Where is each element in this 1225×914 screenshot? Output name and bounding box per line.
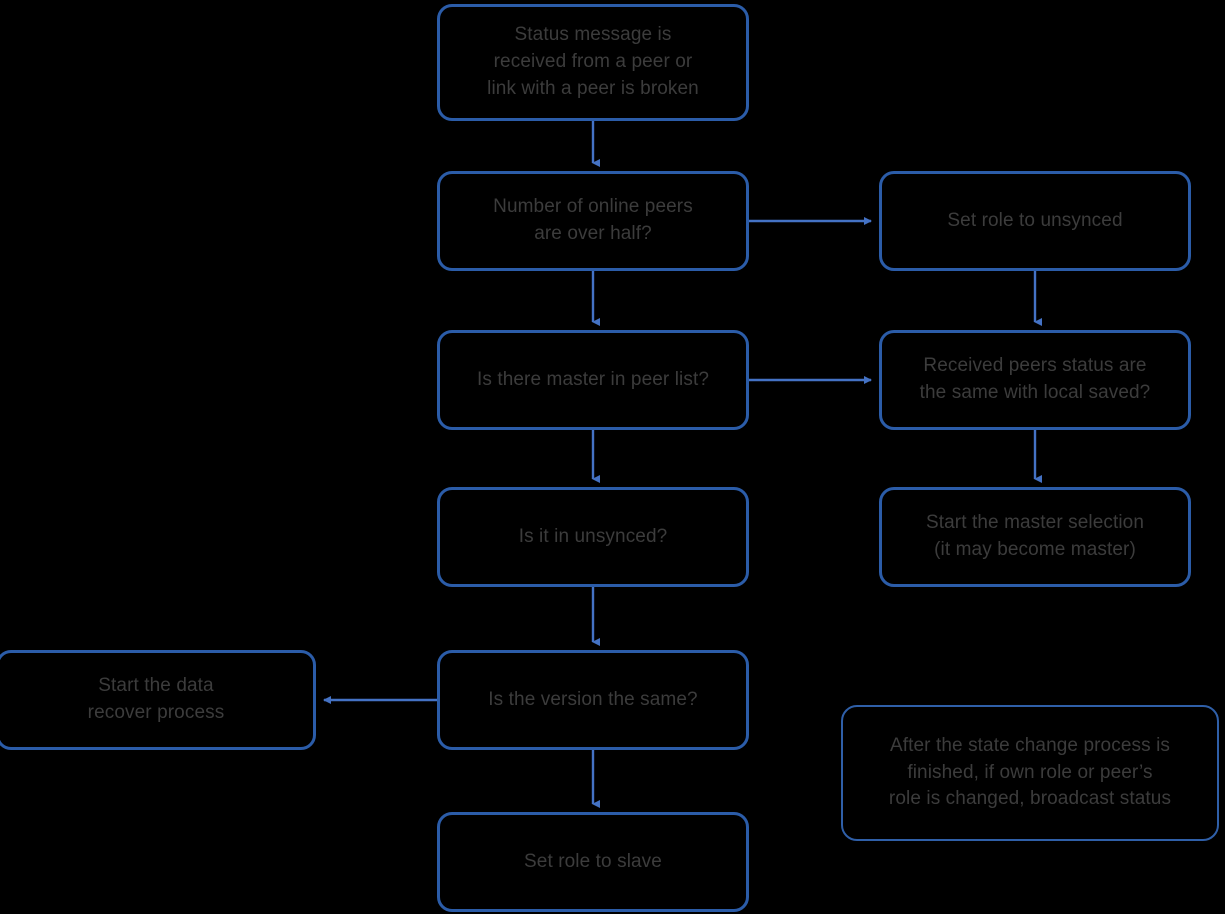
node-set-role-slave[interactable]: Set role to slave <box>437 812 749 912</box>
node-is-it-in-unsynced[interactable]: Is it in unsynced? <box>437 487 749 587</box>
node-label: Is there master in peer list? <box>476 368 710 390</box>
node-label: Start the data recover process <box>87 675 225 723</box>
node-label: Is the version the same? <box>488 688 698 710</box>
node-label: Start the master selection (it may becom… <box>925 512 1145 560</box>
node-label: Set role to slave <box>524 850 662 872</box>
node-online-peers-over-half[interactable]: Number of online peers are over half? <box>437 171 749 271</box>
node-received-peers-status-same[interactable]: Received peers status are the same with … <box>879 330 1191 430</box>
node-label: Received peers status are the same with … <box>919 355 1151 403</box>
node-start-master-selection[interactable]: Start the master selection (it may becom… <box>879 487 1191 587</box>
node-is-version-same[interactable]: Is the version the same? <box>437 650 749 750</box>
node-set-role-unsynced[interactable]: Set role to unsynced <box>879 171 1191 271</box>
node-broadcast-status-note[interactable]: After the state change process is finish… <box>841 705 1219 841</box>
node-status-message-received[interactable]: Status message is received from a peer o… <box>437 4 749 121</box>
node-label: Number of online peers are over half? <box>493 196 693 244</box>
node-master-in-peer-list[interactable]: Is there master in peer list? <box>437 330 749 430</box>
node-start-data-recover[interactable]: Start the data recover process <box>0 650 316 750</box>
node-label: Status message is received from a peer o… <box>487 24 699 99</box>
node-label: Set role to unsynced <box>947 209 1123 231</box>
node-label: After the state change process is finish… <box>888 734 1172 810</box>
node-label: Is it in unsynced? <box>518 525 668 547</box>
